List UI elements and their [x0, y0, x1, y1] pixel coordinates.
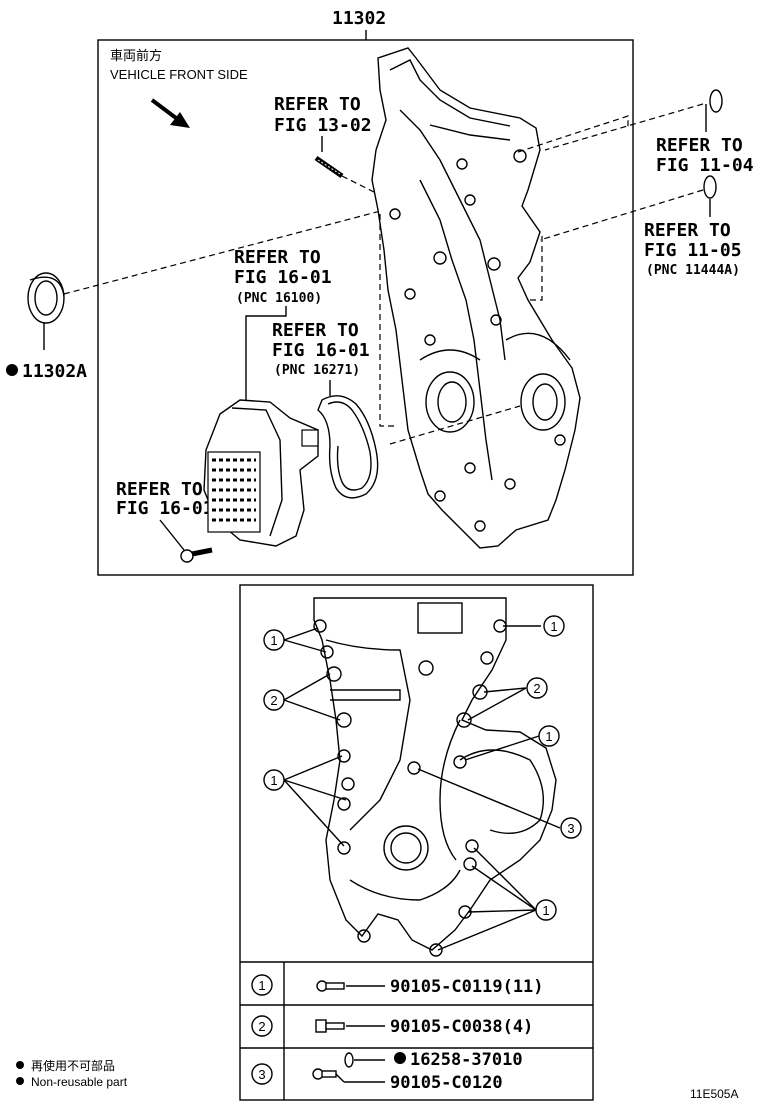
legend-dot	[16, 1061, 24, 1069]
svg-text:3: 3	[258, 1067, 265, 1082]
bolt-marker: 1	[263, 629, 285, 651]
assembly-guide	[379, 214, 396, 427]
svg-text:FIG 13-02: FIG 13-02	[274, 115, 372, 136]
marker-leaders	[283, 625, 561, 951]
svg-text:(PNC 16100): (PNC 16100)	[236, 291, 322, 306]
svg-text:2: 2	[270, 693, 277, 708]
front-arrow-icon	[150, 98, 190, 128]
oil-seal-11302A	[27, 207, 393, 350]
o-ring-upper	[709, 89, 723, 113]
legend-dot	[16, 1077, 24, 1085]
bottom-panel: 1 1 2 2 1 1 1 3	[239, 584, 594, 1101]
bolt-marker: 2	[526, 677, 548, 699]
o-ring-lower	[703, 175, 717, 199]
bolt-icon	[316, 980, 345, 992]
table-row: 2 90105-C0038(4)	[251, 1015, 533, 1037]
timing-chain-cover	[371, 47, 581, 549]
bolt-marker: 1	[538, 725, 560, 747]
svg-text:(PNC 11444A): (PNC 11444A)	[646, 263, 740, 278]
cover-front-view	[313, 597, 557, 957]
top-frame	[97, 39, 634, 576]
front-label-jp: 車両前方	[110, 48, 162, 63]
callout-fig-16-01-pnc-16100: REFER TO FIG 16-01 (PNC 16100)	[234, 247, 332, 400]
assembly-guide	[389, 405, 521, 445]
svg-text:FIG 16-01: FIG 16-01	[234, 267, 332, 288]
bolt-icon	[315, 1019, 345, 1033]
bolt-marker: 1	[543, 615, 565, 637]
svg-text:REFER TO: REFER TO	[116, 479, 203, 500]
legend: 再使用不可部品 Non-reusable part	[16, 1058, 128, 1089]
pump-impeller	[207, 451, 261, 533]
front-label-en: VEHICLE FRONT SIDE	[110, 67, 248, 82]
svg-text:FIG 11-05: FIG 11-05	[644, 240, 742, 261]
bolt-table: 1 90105-C0119(11) 2 90105-C0038(4)	[240, 961, 593, 1100]
svg-text:REFER TO: REFER TO	[272, 320, 359, 341]
top-panel: 11302 車両前方 VEHICLE FRONT SIDE REFER TO F…	[6, 8, 754, 576]
svg-text:90105-C0120: 90105-C0120	[390, 1073, 503, 1093]
callout-fig-11-05: REFER TO FIG 11-05 (PNC 11444A)	[539, 175, 742, 278]
svg-text:REFER TO: REFER TO	[644, 220, 731, 241]
svg-text:1: 1	[258, 978, 265, 993]
svg-text:FIG 16-01: FIG 16-01	[116, 498, 214, 519]
bolt-marker: 2	[263, 689, 285, 711]
water-pump-bolt	[180, 547, 213, 563]
svg-text:REFER TO: REFER TO	[234, 247, 321, 268]
figure-code: 11E505A	[690, 1087, 739, 1101]
bolt-marker: 3	[560, 817, 582, 839]
svg-text:1: 1	[545, 729, 552, 744]
svg-text:REFER TO: REFER TO	[656, 135, 743, 156]
svg-text:(PNC 16271): (PNC 16271)	[274, 363, 360, 378]
svg-text:1: 1	[270, 633, 277, 648]
water-pump-gasket	[317, 395, 379, 499]
bolt-marker: 1	[535, 899, 557, 921]
svg-text:16258-37010: 16258-37010	[410, 1050, 523, 1070]
seal-part-number: 11302A	[22, 361, 87, 382]
legend-jp: 再使用不可部品	[31, 1058, 115, 1073]
bolt-icon	[312, 1068, 337, 1080]
table-row: 3 16258-37010 90105-C0120	[251, 1050, 523, 1093]
svg-text:2: 2	[258, 1019, 265, 1034]
svg-text:FIG 11-04: FIG 11-04	[656, 155, 754, 176]
bottom-frame	[239, 584, 594, 1101]
svg-text:90105-C0119(11): 90105-C0119(11)	[390, 977, 544, 997]
non-reusable-dot	[6, 364, 18, 376]
svg-text:FIG 16-01: FIG 16-01	[272, 340, 370, 361]
stud-bolt	[314, 155, 383, 197]
callout-fig-16-01-bolt: REFER TO FIG 16-01	[116, 479, 214, 563]
svg-text:3: 3	[567, 821, 574, 836]
washer-icon	[344, 1052, 354, 1068]
callout-fig-11-04: REFER TO FIG 11-04	[544, 89, 754, 176]
assembly-guide	[517, 115, 629, 153]
bolt-marker: 1	[263, 769, 285, 791]
svg-text:1: 1	[542, 903, 549, 918]
svg-text:90105-C0038(4): 90105-C0038(4)	[390, 1017, 533, 1037]
part-number-11302: 11302	[332, 8, 386, 29]
table-row: 1 90105-C0119(11)	[251, 974, 544, 997]
svg-text:REFER TO: REFER TO	[274, 94, 361, 115]
non-reusable-dot	[394, 1052, 406, 1064]
svg-text:1: 1	[270, 773, 277, 788]
assembly-guide	[528, 236, 543, 301]
callout-fig-13-02: REFER TO FIG 13-02	[274, 94, 372, 152]
svg-text:2: 2	[533, 681, 540, 696]
water-pump	[203, 399, 319, 547]
legend-en: Non-reusable part	[31, 1075, 128, 1089]
svg-text:1: 1	[550, 619, 557, 634]
callout-fig-16-01-pnc-16271: REFER TO FIG 16-01 (PNC 16271)	[272, 320, 370, 396]
